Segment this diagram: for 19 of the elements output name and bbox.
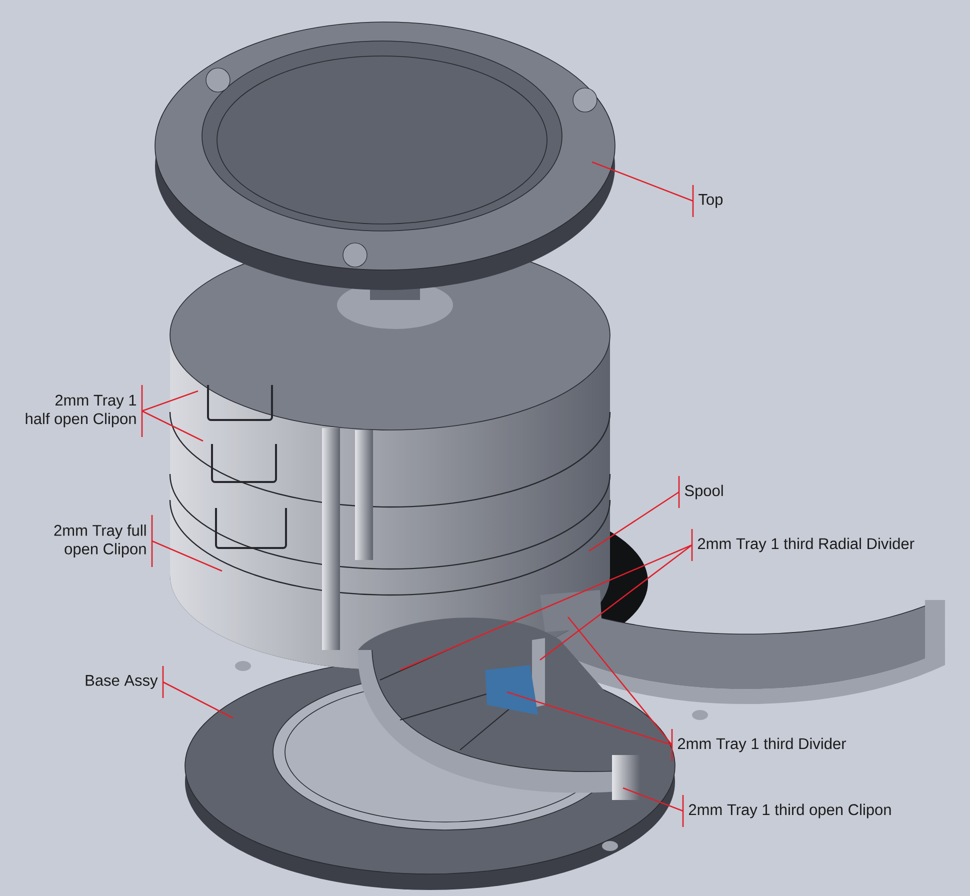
leader-line (142, 390, 198, 412)
callout-label: Spool (678, 476, 723, 508)
leader-line (622, 787, 684, 812)
leader-line (400, 544, 692, 671)
callout-label: 2mm Tray 1 third Divider (671, 729, 846, 761)
leader-line (540, 544, 692, 661)
leader-line (588, 491, 680, 552)
leader-line (142, 410, 204, 442)
callout-label: 2mm Tray 1 third Radial Divider (691, 529, 914, 561)
leader-line (506, 691, 672, 746)
callout-label: 2mm Tray 1 third open Clipon (682, 795, 891, 827)
callout-label: 2mm Tray full open Clipon (54, 515, 153, 567)
leader-line (592, 161, 694, 202)
leader-line (162, 681, 234, 719)
callout-label: Base Assy (86, 666, 164, 698)
leader-line (568, 616, 672, 746)
callout-label: Top (692, 185, 723, 217)
callout-label: 2mm Tray 1 half open Clipon (26, 385, 143, 437)
leader-line (152, 540, 222, 572)
